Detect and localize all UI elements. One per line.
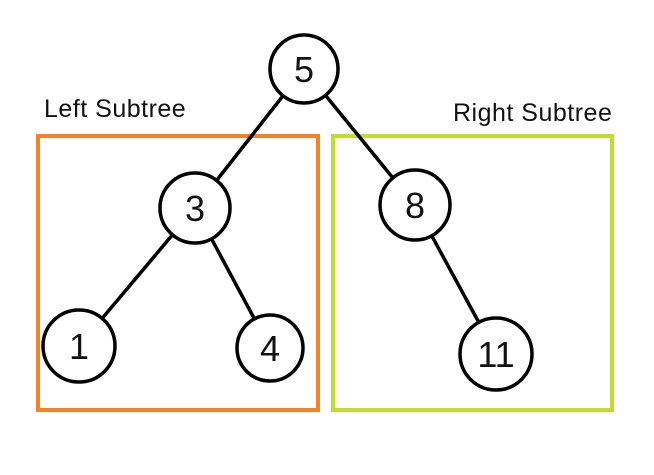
tree-node-circle-root bbox=[268, 33, 340, 105]
tree-node-left-right: 4 bbox=[235, 313, 305, 383]
tree-node-circle-right-root bbox=[378, 168, 452, 242]
right-subtree-label: Right Subtree bbox=[453, 99, 612, 127]
tree-node-value-left-left: 1 bbox=[69, 326, 89, 367]
right-subtree-box bbox=[331, 134, 614, 412]
tree-node-left-root: 3 bbox=[158, 171, 232, 245]
tree-node-right-right: 11 bbox=[458, 316, 534, 392]
tree-node-left-left: 1 bbox=[41, 308, 117, 384]
tree-node-circle-left-right bbox=[235, 313, 305, 383]
tree-node-value-root: 5 bbox=[294, 49, 314, 90]
left-subtree-label: Left Subtree bbox=[44, 95, 186, 123]
tree-node-right-root: 8 bbox=[378, 168, 452, 242]
tree-node-value-right-right: 11 bbox=[477, 334, 514, 375]
tree-node-circle-left-left bbox=[41, 308, 117, 384]
tree-node-value-left-root: 3 bbox=[185, 188, 205, 229]
tree-node-root: 5 bbox=[268, 33, 340, 105]
left-subtree-box bbox=[36, 134, 320, 412]
tree-node-circle-right-right bbox=[458, 316, 534, 392]
tree-node-value-right-root: 8 bbox=[405, 185, 425, 226]
tree-node-value-left-right: 4 bbox=[260, 328, 280, 369]
tree-node-circle-left-root bbox=[158, 171, 232, 245]
